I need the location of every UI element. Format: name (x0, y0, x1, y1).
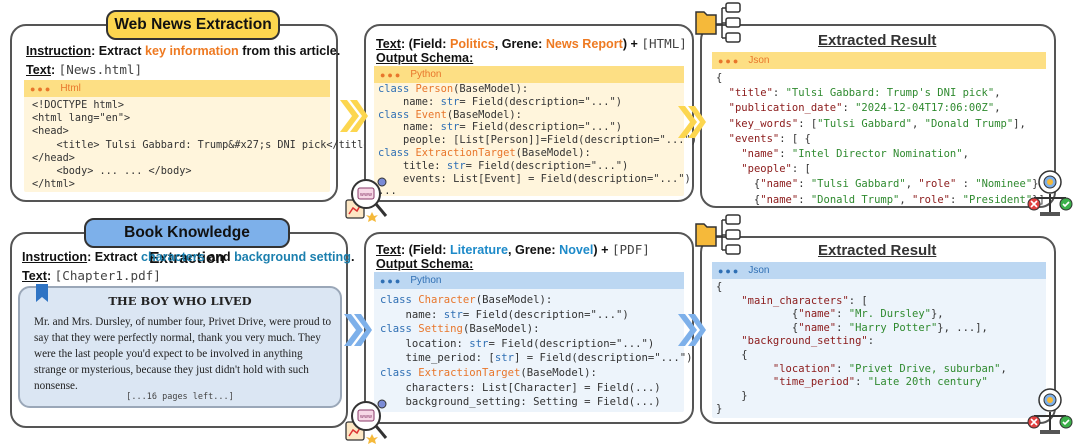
html-code-line: <html lang="en"> (32, 113, 131, 125)
schema-code-line: class Event(BaseModel): (378, 108, 522, 121)
json-code-line: "time_period": "Late 20th century" (772, 376, 988, 389)
top-instruction: Instruction: Extract key information fro… (26, 44, 341, 58)
web-analysis-magnifier-icon: www (345, 177, 388, 222)
json-code-line: {"name": "Mr. Dursley"}, (716, 308, 944, 321)
schema-code-line: background_setting: Setting = Field(...) (380, 396, 661, 409)
web-analysis-magnifier-icon: www (345, 399, 388, 444)
schema-code-line: class Character(BaseModel): (380, 294, 553, 306)
json-code-line: "location": "Privet Drive, suburban", (772, 362, 1007, 375)
folder-database-icon (695, 214, 741, 255)
json-code-line: "main_characters": [ (741, 294, 868, 307)
schema-code-line: events: List[Event] = Field(description=… (378, 172, 691, 185)
bottom-schema-header: Text: (Field: Literature, Grene: Novel) … (376, 242, 650, 257)
arrow-top-2-icon (678, 106, 706, 138)
bottom-result-title: Extracted Result (818, 242, 937, 259)
json-code-line: "title": "Tulsi Gabbard: Trump's DNI pic… (728, 87, 1001, 100)
schema-code-line: class ExtractionTarget(BaseModel): (380, 366, 597, 379)
json-code-line: "publication_date": "2024-12-04T17:06:00… (728, 102, 1001, 115)
bottom-text-file: Text: [Chapter1.pdf] (22, 268, 161, 283)
top-json-block: ●●●Json { "title": "Tulsi Gabbard: Trump… (712, 52, 1046, 206)
window-dots-icon: ●●● (30, 83, 53, 94)
bottom-python-schema-block: ●●●Python class Character(BaseModel): na… (374, 272, 693, 412)
window-dots-icon: ●●● (718, 265, 741, 276)
arrow-top-1-icon (340, 100, 368, 132)
top-text-file: Text: [News.html] (26, 62, 143, 77)
book-excerpt: Mr. and Mrs. Dursley, of number four, Pr… (34, 316, 332, 392)
brain-balance-evaluation-icon (1027, 388, 1073, 434)
schema-code-line: class Person(BaseModel): (378, 83, 529, 95)
svg-text:www: www (360, 414, 372, 420)
json-code-line: "people": [ (741, 163, 811, 176)
json-code-line: "name": "Intel Director Nomination", (741, 148, 969, 161)
schema-code-line: name: str= Field(description="...") (378, 95, 622, 108)
json-code-line: "key_words": ["Tulsi Gabbard", "Donald T… (728, 117, 1026, 130)
schema-code-line: name: str= Field(description="...") (378, 121, 622, 134)
json-code-line: {"name": "Tulsi Gabbard", "role" : "Nomi… (716, 178, 1045, 191)
schema-code-line: ... (378, 185, 397, 198)
html-code-line: </head> (32, 152, 75, 164)
top-result-title: Extracted Result (818, 32, 937, 49)
window-dots-icon: ●●● (380, 69, 403, 80)
json-code-line: "events": [ { (728, 132, 811, 145)
html-code-line: <title> Tulsi Gabbard: Trump&#x27;s DNI … (32, 139, 376, 151)
book-page: THE BOY WHO LIVED Mr. and Mrs. Dursley, … (18, 284, 342, 408)
svg-text:www: www (360, 192, 372, 198)
bottom-output-schema-label: Output Schema: (376, 257, 474, 271)
json-code-line: { (716, 281, 723, 293)
book-knowledge-title: Book Knowledge Extraction (84, 218, 290, 267)
arrow-bottom-1-icon (344, 314, 372, 346)
bottom-instruction: Instruction: Extract characters and back… (22, 250, 355, 264)
folder-database-icon (695, 2, 741, 43)
top-schema-header: Text: (Field: Politics, Grene: News Repo… (376, 36, 687, 51)
html-code-line: </html> (32, 179, 75, 191)
schema-code-line: class Setting(BaseModel): (380, 323, 540, 336)
json-code-line: {"name": "Harry Potter"}, ...], (716, 321, 988, 334)
json-code-line: { (716, 72, 723, 84)
window-dots-icon: ●●● (380, 275, 403, 286)
book-chapter-title: THE BOY WHO LIVED (108, 294, 252, 308)
book-pages-left: [...16 pages left...] (126, 392, 234, 402)
json-code-line: } (716, 389, 748, 402)
schema-code-line: location: str= Field(description="...") (380, 337, 655, 350)
bookmark-icon (36, 284, 48, 302)
json-code-line: "background_setting": (741, 335, 875, 348)
web-news-title: Web News Extraction (106, 10, 280, 40)
schema-code-line: class ExtractionTarget(BaseModel): (378, 146, 591, 159)
schema-code-line: characters: List[Character] = Field(...) (380, 381, 661, 394)
schema-code-line: title: str= Field(description="...") (378, 159, 629, 172)
schema-code-line: people: [List[Person]]=Field(description… (378, 134, 698, 147)
json-code-line: } (716, 403, 723, 416)
html-code-line: <!DOCTYPE html> (32, 100, 125, 111)
window-dots-icon: ●●● (718, 55, 741, 66)
top-output-schema-label: Output Schema: (376, 51, 474, 65)
brain-balance-evaluation-icon (1027, 170, 1073, 216)
bottom-json-block: ●●●Json { "main_characters": [ {"name": … (712, 262, 1046, 418)
arrow-bottom-2-icon (678, 314, 706, 346)
top-python-schema-block: ●●●Python class Person(BaseModel): name:… (374, 66, 698, 198)
schema-code-line: name: str= Field(description="...") (380, 308, 629, 321)
json-code-line: {"name": "Donald Trump", "role": "Presid… (716, 193, 1045, 206)
json-code-line: { (716, 348, 748, 361)
html-code-line: <head> (32, 126, 69, 138)
html-code-block: ●●●Html <!DOCTYPE html><html lang="en"><… (24, 80, 376, 192)
html-code-line: <body> ... ... </body> (32, 166, 192, 178)
schema-code-line: time_period: [str] = Field(description="… (380, 352, 693, 365)
